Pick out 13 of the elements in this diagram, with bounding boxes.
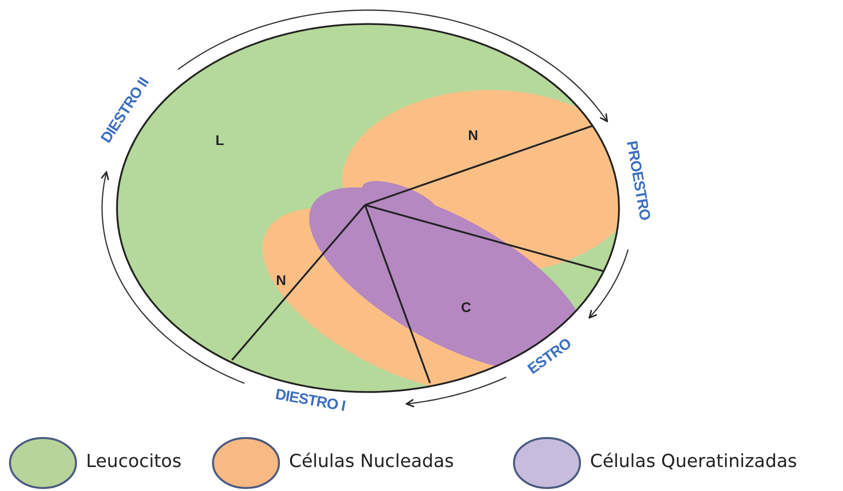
phase-label: PROESTRO (622, 139, 654, 221)
cycle-arrow (588, 249, 629, 319)
cycle-arrow (406, 376, 506, 408)
region-letter: L (216, 132, 224, 148)
region-letter: N (276, 272, 286, 288)
cycle-arrow (100, 171, 245, 384)
region-letter: N (468, 127, 478, 143)
cycle-arrow (178, 10, 608, 122)
legend-label: Células Queratinizadas (590, 451, 798, 472)
legend-label: Leucocitos (86, 451, 182, 472)
region-letter: C (461, 299, 472, 315)
legend-label: Células Nucleadas (289, 451, 454, 472)
phase-label: DIESTRO I (274, 386, 346, 414)
